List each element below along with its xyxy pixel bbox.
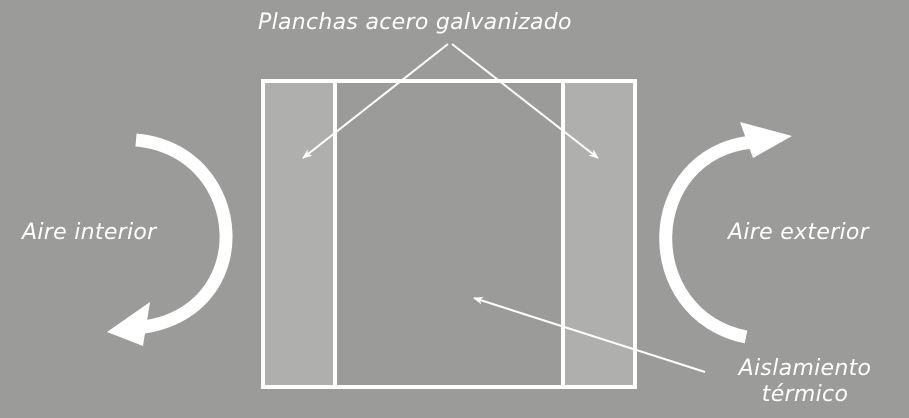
exterior-air-label: Aire exterior — [728, 220, 870, 245]
pointer-arrow-left-sheet — [302, 43, 449, 159]
pointer-arrow-insulation — [473, 296, 706, 373]
right-steel-sheet — [561, 79, 637, 389]
exterior-air-arrowhead — [740, 122, 792, 158]
insulation-label-line1: Aislamiento — [738, 356, 872, 381]
pointer-arrow-right-sheet — [451, 43, 599, 159]
interior-air-arc — [135, 133, 233, 335]
interior-air-arrowhead — [107, 302, 150, 346]
steel-sheets-label: Planchas acero galvanizado — [258, 10, 572, 35]
insulation-label: Aislamiento térmico — [720, 356, 890, 408]
left-steel-sheet — [261, 79, 337, 389]
exterior-air-arc — [659, 135, 753, 344]
insulation-label-line2: térmico — [761, 382, 849, 407]
insulation-core — [333, 79, 565, 389]
interior-air-label: Aire interior — [22, 220, 157, 245]
